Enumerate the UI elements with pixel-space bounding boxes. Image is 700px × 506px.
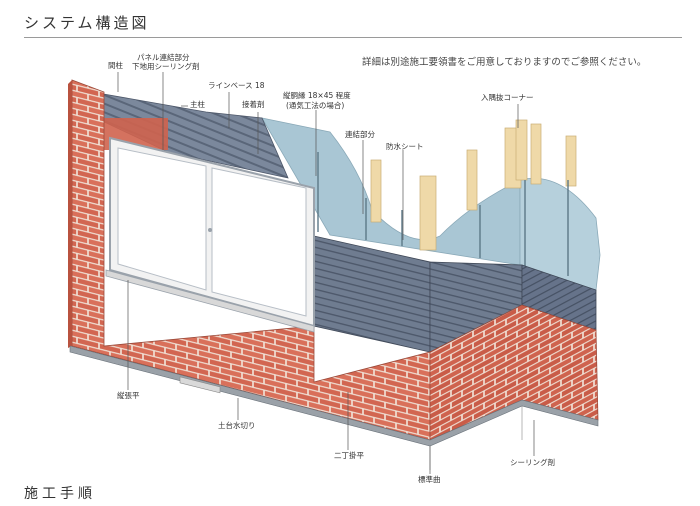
label-tatedoen-note: (通気工法の場合) [286, 100, 344, 110]
label-hashira: 主柱 [190, 99, 205, 109]
label-setchakuzai: 接着剤 [242, 99, 265, 109]
window-lock-icon [208, 228, 212, 232]
label-irisumi: 入隅抜コーナー [481, 92, 534, 102]
label-sealing: シーリング剤 [510, 457, 555, 467]
label-nichoukake: 二丁掛平 [334, 450, 364, 460]
label-panel-joint: パネル連結部分 [137, 52, 190, 62]
window-sill [105, 269, 315, 333]
label-hyoujunkyoku: 標準曲 [418, 474, 441, 484]
label-renketsu: 連結部分 [345, 129, 375, 139]
page-title: システム構造図 [24, 14, 150, 32]
label-tatehari: 縦張平 [117, 390, 140, 400]
label-mabashira: 間柱 [108, 60, 123, 70]
window-pane-right [211, 167, 307, 317]
window [105, 136, 315, 333]
label-tatedoen: 縦胴縁 18×45 程度 [283, 90, 351, 100]
title-divider [24, 37, 682, 38]
stud [565, 135, 577, 187]
reference-note: 詳細は別途施工要領書をご用意しておりますのでご参照ください。 [362, 57, 647, 68]
label-bousui: 防水シート [386, 141, 424, 151]
label-dodai: 土台水切り [218, 420, 256, 430]
studs [370, 119, 577, 251]
label-line-base: ラインベース 18 [208, 81, 265, 90]
siding-panel-front [313, 235, 431, 353]
leader-lines [117, 72, 535, 474]
label-sealing-base: 下地用シーリング剤 [132, 61, 200, 71]
stud [419, 175, 437, 251]
waterproof-sheet-front [261, 117, 521, 266]
stud [370, 159, 382, 223]
brick-wall-front [71, 79, 431, 441]
window-pane-left [117, 147, 207, 291]
base-vent [179, 376, 221, 394]
brick-wall-left-edge [68, 80, 72, 348]
stud [466, 149, 478, 211]
stud [530, 123, 542, 185]
section-title-procedure: 施工手順 [24, 486, 96, 502]
stud [515, 119, 528, 181]
furring-strips [317, 152, 569, 276]
